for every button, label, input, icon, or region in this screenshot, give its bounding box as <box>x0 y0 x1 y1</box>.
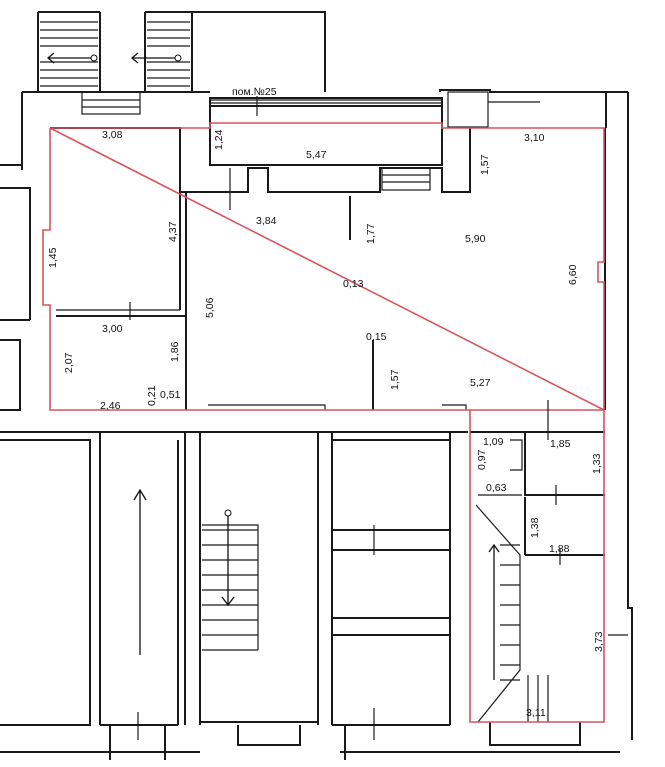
dim-1-57-top: 1,57 <box>479 154 491 175</box>
inner-stair-steps <box>500 544 520 681</box>
dim-3-08: 3,08 <box>102 129 123 141</box>
dim-1-57-mid: 1,57 <box>389 369 401 390</box>
dim-1-38: 1,38 <box>529 517 541 538</box>
premises-walls <box>50 127 606 723</box>
dim-3-00: 3,00 <box>102 323 123 335</box>
dim-1-09: 1,09 <box>483 436 504 448</box>
room-25 <box>209 97 443 191</box>
left-stair-steps <box>40 21 98 87</box>
dim-5-47: 5,47 <box>306 149 327 161</box>
dim-3-73: 3,73 <box>593 631 605 652</box>
dim-6-60: 6,60 <box>567 264 579 285</box>
dim-2-07: 2,07 <box>63 352 75 373</box>
door-marks <box>129 96 628 740</box>
right-stair-steps <box>147 21 190 87</box>
dim-3-10: 3,10 <box>524 132 545 144</box>
central-stair-steps <box>202 529 258 651</box>
dim-1-77: 1,77 <box>365 223 377 244</box>
building-walls <box>0 11 633 760</box>
room-25-label: пом.№25 <box>232 86 277 98</box>
dim-0-97: 0,97 <box>476 449 488 470</box>
down-arrow-icon <box>221 509 235 607</box>
central-stair <box>133 488 259 655</box>
dim-3-11: 3,11 <box>526 707 546 719</box>
double-arrow-icon <box>46 52 182 64</box>
dim-5-27: 5,27 <box>470 377 491 389</box>
dim-0-51: 0,51 <box>160 389 181 401</box>
dim-0-15: 0,15 <box>366 331 387 343</box>
dim-5-06: 5,06 <box>204 297 216 318</box>
dim-1-45: 1,45 <box>47 247 59 268</box>
bottom-entry-steps <box>527 675 549 722</box>
dim-2-46: 2,46 <box>100 400 121 412</box>
up-arrow-icon <box>133 488 147 655</box>
premises-outline <box>42 122 605 723</box>
labels: пом.№25 3,08 1,24 5,47 1,57 3,10 1,45 4,… <box>47 86 605 719</box>
dim-1-85: 1,85 <box>550 438 571 450</box>
dim-0-21: 0,21 <box>146 385 158 406</box>
inner-stair-arrow-icon <box>488 543 500 680</box>
entry-steps <box>81 91 540 128</box>
dim-5-90: 5,90 <box>465 233 486 245</box>
dim-1-33: 1,33 <box>591 453 603 474</box>
dim-3-84: 3,84 <box>256 215 277 227</box>
dim-1-24: 1,24 <box>213 129 225 150</box>
dim-1-88: 1,88 <box>549 543 570 555</box>
dim-1-86: 1,86 <box>169 341 181 362</box>
dim-4-37: 4,37 <box>167 221 179 242</box>
dim-0-13: 0,13 <box>343 278 364 290</box>
dim-0-63: 0,63 <box>486 482 507 494</box>
top-stairs <box>40 21 540 128</box>
